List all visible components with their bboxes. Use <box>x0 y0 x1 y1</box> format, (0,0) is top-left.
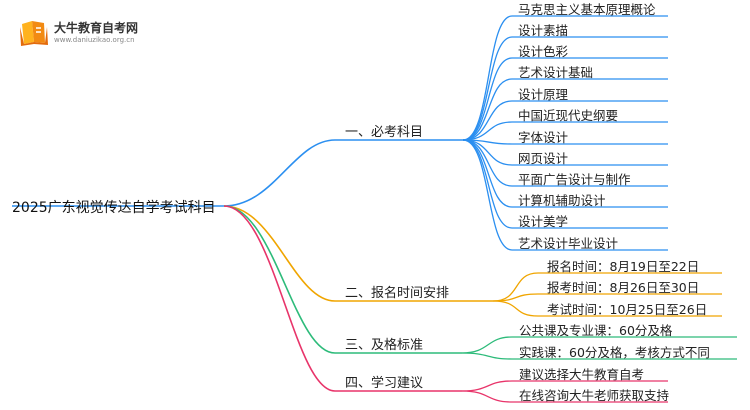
leaf-label: 考试时间：10月25日至26日 <box>547 302 708 317</box>
leaf-label: 实践课：60分及格，考核方式不同 <box>519 345 710 360</box>
leaf-label: 网页设计 <box>518 151 569 166</box>
branch-label: 一、必考科目 <box>345 125 424 140</box>
leaf-connector <box>492 272 539 302</box>
root-title: 2025广东视觉传达自学考试科目 <box>12 200 216 216</box>
leaf-label: 设计美学 <box>518 214 569 229</box>
leaf-label: 马克思主义基本原理概论 <box>518 2 656 17</box>
branch-connector <box>223 205 336 354</box>
leaf-connector <box>461 380 513 392</box>
leaf-label: 平面广告设计与制作 <box>518 172 631 187</box>
leaf-label: 在线咨询大牛老师获取支持 <box>519 388 670 403</box>
leaf-label: 艺术设计基础 <box>518 65 594 80</box>
branch-label: 二、报名时间安排 <box>345 286 450 301</box>
leaf-label: 艺术设计毕业设计 <box>518 236 619 251</box>
leaf-label: 报考时间：8月26日至30日 <box>547 280 700 295</box>
leaf-connector <box>492 300 539 317</box>
branch-connector <box>223 139 336 207</box>
leaf-connector <box>462 78 513 141</box>
leaf-connector <box>461 336 513 354</box>
leaf-label: 字体设计 <box>518 130 569 145</box>
leaf-label: 设计色彩 <box>518 44 569 59</box>
branch-connector <box>223 205 336 392</box>
leaf-connector <box>462 139 513 208</box>
leaf-label: 设计素描 <box>518 23 569 38</box>
branch-label: 三、及格标准 <box>345 338 424 353</box>
leaf-label: 设计原理 <box>518 87 569 102</box>
logo: 大牛教育自考网 www.daniuzikao.org.cn <box>14 10 154 50</box>
logo-book-icon <box>20 21 48 46</box>
leaf-connector <box>462 57 513 141</box>
leaf-connector <box>462 139 513 251</box>
leaf-label: 中国近现代史纲要 <box>518 108 619 123</box>
logo-name: 大牛教育自考网 <box>54 21 139 35</box>
leaf-label: 计算机辅助设计 <box>518 193 606 208</box>
leaf-label: 公共课及专业课：60分及格 <box>519 323 673 338</box>
branch-label: 四、学习建议 <box>345 376 424 391</box>
leaf-label: 建议选择大牛教育自考 <box>519 367 645 382</box>
leaf-connector <box>462 15 513 141</box>
leaf-connector <box>462 36 513 141</box>
branch-connector <box>223 205 336 302</box>
leaf-connector <box>462 100 513 141</box>
logo-url: www.daniuzikao.org.cn <box>54 36 135 44</box>
leaf-connector <box>461 390 513 403</box>
leaf-label: 报名时间：8月19日至22日 <box>547 259 700 274</box>
leaf-connector <box>461 352 513 360</box>
